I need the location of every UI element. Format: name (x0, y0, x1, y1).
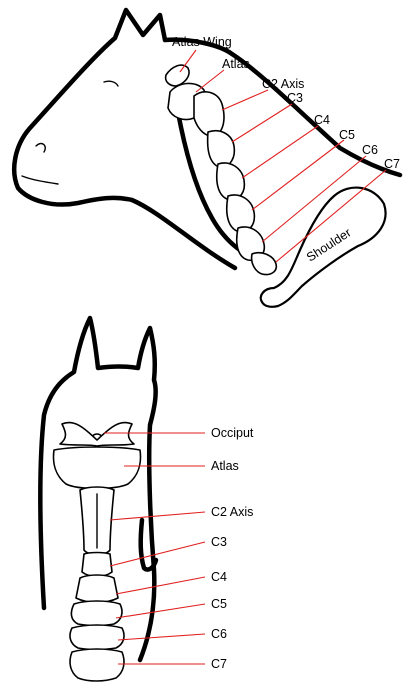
label-rear-c3: C3 (211, 535, 227, 549)
atlas-leader (196, 70, 224, 92)
rear-c6-bone (70, 625, 124, 650)
rear-c5-bone (71, 601, 122, 626)
label-c4: C4 (314, 113, 330, 127)
nostril-mark (36, 144, 45, 152)
label-atlas: Atlas (222, 57, 250, 71)
c3-leader (232, 104, 292, 142)
label-rear-atlas: Atlas (211, 459, 239, 473)
rear-c7-bone (70, 649, 124, 681)
label-c5: C5 (339, 128, 355, 142)
label-rear-c7: C7 (211, 657, 227, 671)
eye-mark (104, 81, 118, 86)
rear-c4-bone (76, 575, 118, 603)
label-atlas-wing: Atlas Wing (172, 35, 232, 49)
c7-bone (252, 253, 277, 275)
label-rear-c2-axis: C2 Axis (211, 505, 253, 519)
rear-c5-leader (116, 604, 205, 618)
label-c7: C7 (384, 157, 400, 171)
rear-c4-leader (116, 577, 205, 594)
rear-view: Occiput Atlas C2 Axis C3 C4 C5 C6 C7 (40, 318, 254, 681)
label-c6: C6 (362, 143, 378, 157)
label-rear-c4: C4 (211, 570, 227, 584)
rear-c6-leader (118, 634, 205, 640)
rear-c2-axis-leader (110, 512, 205, 520)
c2-axis-leader (222, 90, 268, 110)
side-view: Atlas Wing Atlas C2 Axis C3 C4 C5 C6 C7 … (14, 10, 400, 307)
rear-atlas-bone (54, 447, 141, 489)
label-c3: C3 (287, 91, 303, 105)
label-occiput: Occiput (211, 426, 254, 440)
c4-bone (217, 163, 245, 200)
mouth-line (22, 176, 58, 184)
label-rear-c6: C6 (211, 627, 227, 641)
c4-leader (242, 126, 318, 178)
c5-bone (227, 195, 255, 232)
label-c2-axis: C2 Axis (262, 77, 304, 91)
rear-c3-bone (82, 553, 112, 577)
c2-axis-bone (194, 92, 224, 136)
label-rear-c5: C5 (211, 597, 227, 611)
